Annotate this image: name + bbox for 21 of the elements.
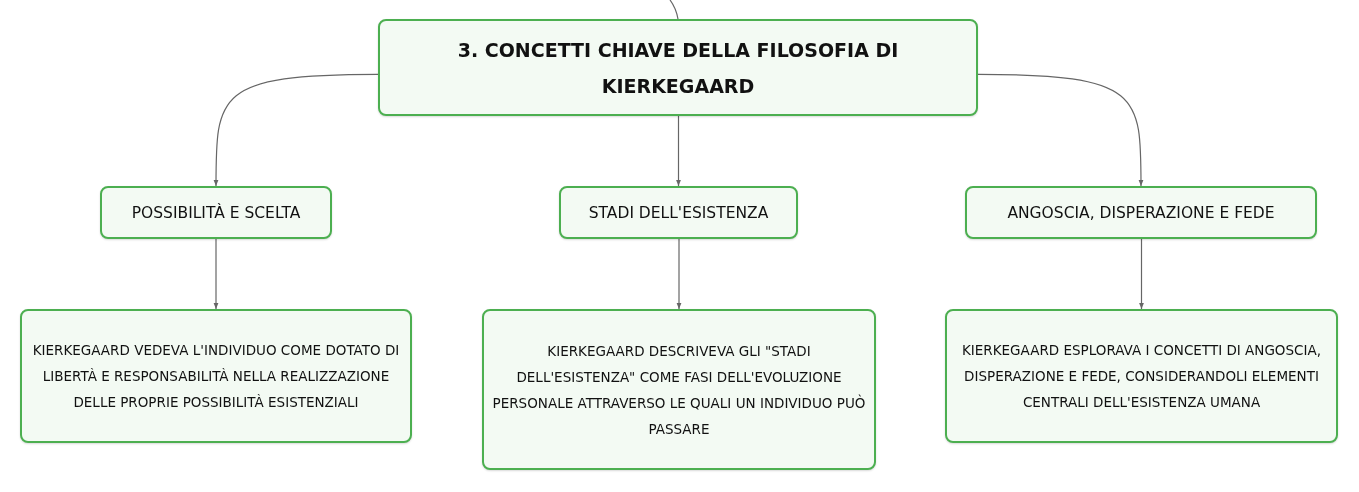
connector-line: [213, 238, 219, 310]
connector-line: [669, 0, 679, 20]
connector-line: [977, 73, 1144, 187]
subtopic-box: [100, 186, 332, 239]
connector-line: [676, 115, 681, 187]
topic-box: [378, 19, 978, 116]
node-text: KIERKEGAARD VEDEVA L'INDIVIDUO COME DOTATO DI LIBERTÀ E RESPONSABILITÀ NELLA REALIZZAZIONE DELLE PROPRIE POSSIBILITÀ ESISTENZIALI: [31, 341, 401, 412]
connector-line: [676, 238, 682, 310]
description-box: [20, 309, 412, 443]
node-text: STADI DELL'ESISTENZA: [588, 203, 769, 222]
node-text: POSSIBILITÀ E SCELTA: [131, 203, 301, 222]
node-text: ANGOSCIA, DISPERAZIONE E FEDE: [1007, 203, 1275, 222]
description-box: [945, 309, 1338, 443]
subtopic-box: [965, 186, 1317, 239]
node-text: KIERKEGAARD ESPLORAVA I CONCETTI DI ANGOSCIA, DISPERAZIONE E FEDE, CONSIDERANDOLI ELEMENTI CENTRALI DELL'ESISTENZA UMANA: [961, 341, 1322, 412]
connector-line: [1139, 238, 1144, 310]
node-text: 3. CONCETTI CHIAVE DELLA FILOSOFIA DI KIERKEGAARD: [456, 37, 900, 99]
node-text: KIERKEGAARD DESCRIVEVA GLI "STADI DELL'ESISTENZA" COME FASI DELL'EVOLUZIONE PERSONALE ATTRAVERSO LE QUALI UN INDIVIDUO PUÒ PASSARE: [492, 341, 866, 439]
subtopic-box: [559, 186, 798, 239]
connector-line: [213, 73, 379, 187]
description-box: [482, 309, 876, 470]
